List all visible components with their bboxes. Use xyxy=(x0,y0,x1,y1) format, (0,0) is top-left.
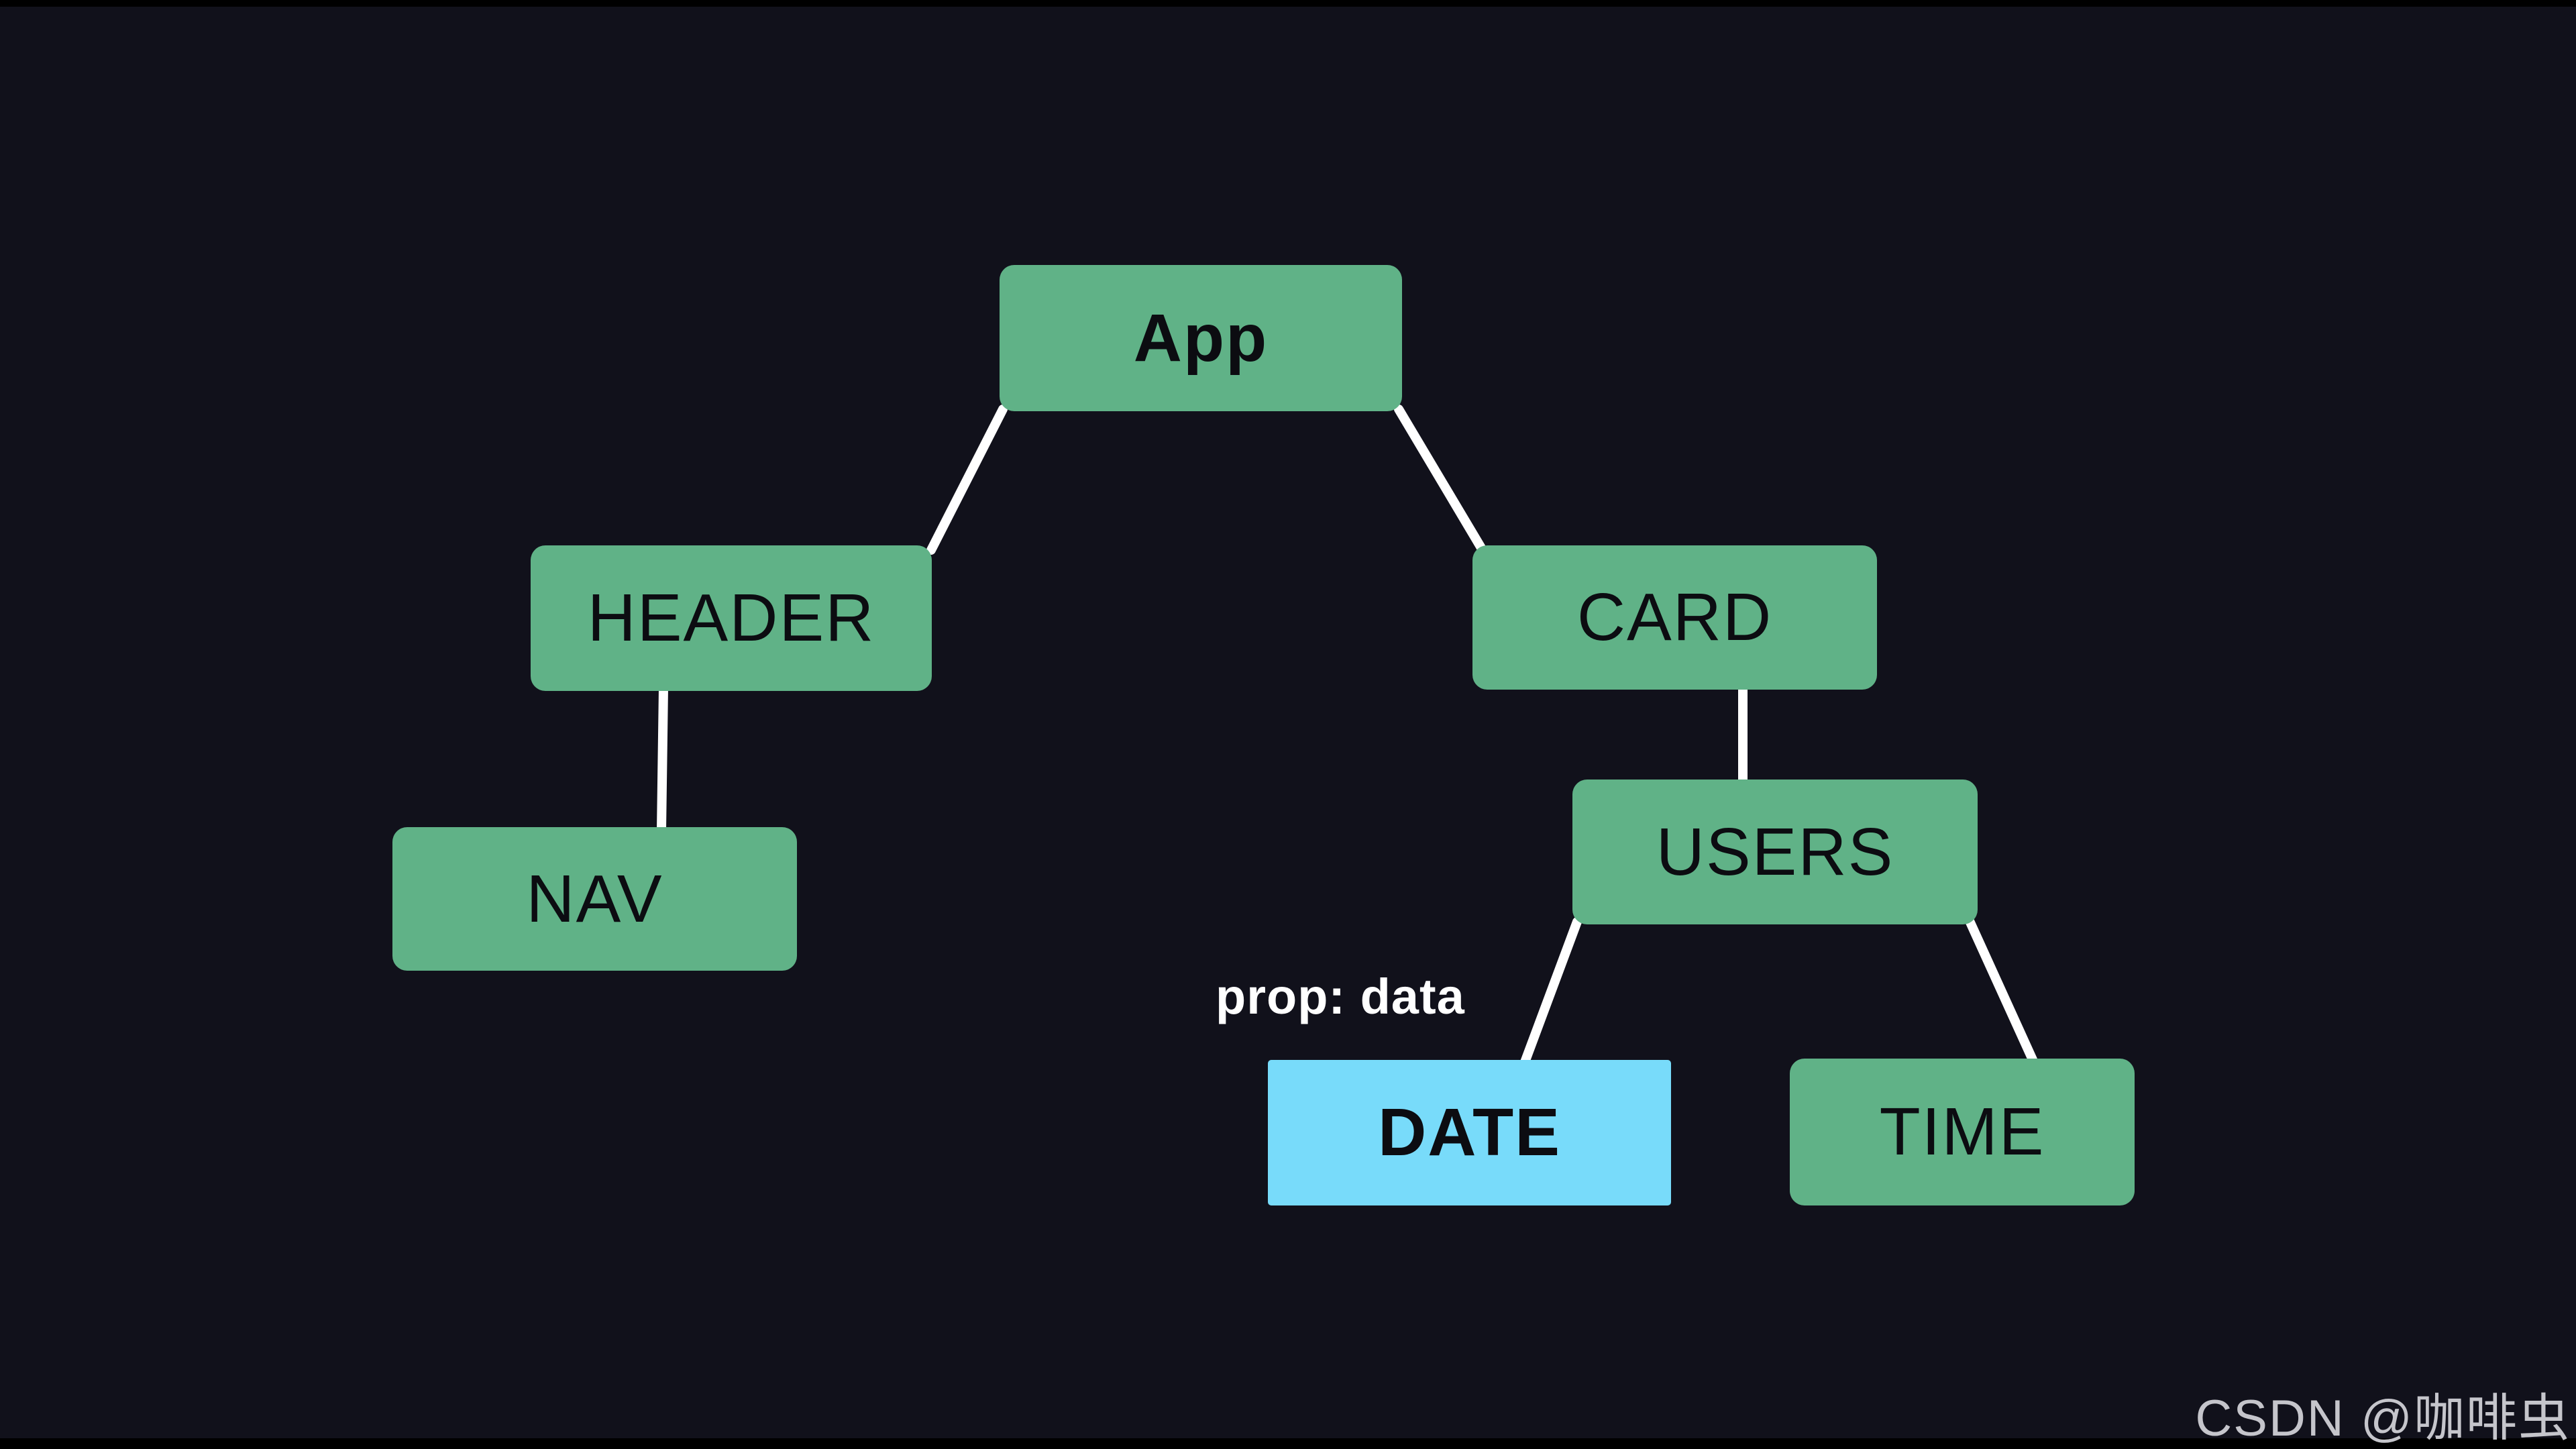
csdn-watermark: CSDN @咖啡虫 xyxy=(2195,1390,2571,1447)
prop-data-annotation: prop: data xyxy=(1216,969,1465,1024)
edge-app-card xyxy=(1394,405,1487,555)
node-card: CARD xyxy=(1472,545,1877,690)
node-app: App xyxy=(1000,265,1402,411)
node-nav: NAV xyxy=(392,827,797,971)
edge-users-time xyxy=(1962,910,2039,1067)
edge-app-header xyxy=(926,405,1008,555)
node-date: DATE xyxy=(1268,1060,1671,1205)
edge-users-date xyxy=(1519,917,1582,1069)
letterbox-bottom-bar xyxy=(0,1438,2576,1449)
edge-header-nav xyxy=(657,684,668,835)
node-header: HEADER xyxy=(531,545,932,691)
letterbox-top-bar xyxy=(0,0,2576,7)
node-time: TIME xyxy=(1790,1059,2135,1205)
node-users: USERS xyxy=(1572,780,1978,924)
